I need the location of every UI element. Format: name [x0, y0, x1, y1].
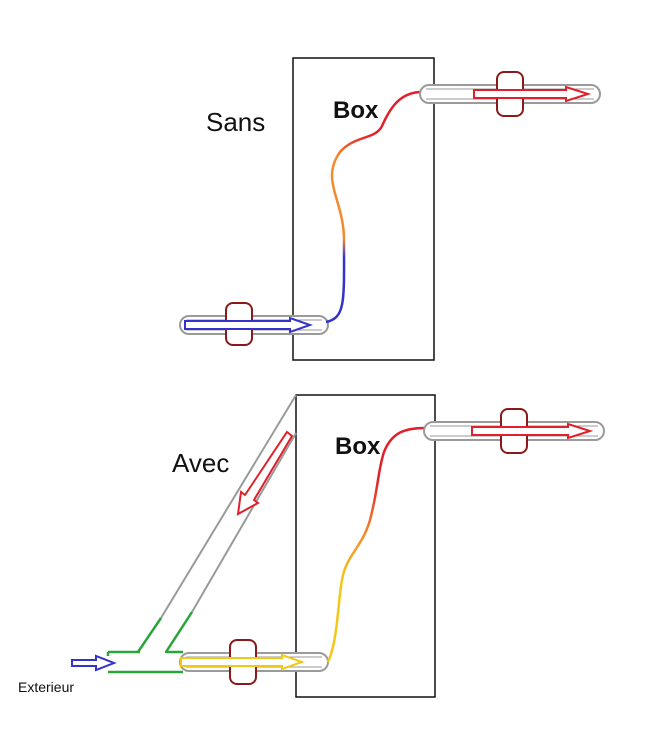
sans-label: Sans — [206, 107, 265, 137]
top-inlet-arrow — [184, 316, 314, 334]
bottom-inlet-arrow — [180, 653, 306, 671]
exterior-inlet-arrow — [71, 654, 117, 672]
exterior-label: Exterieur — [18, 679, 74, 695]
recirculation-arrow — [236, 430, 294, 516]
top-outlet-arrow — [473, 85, 592, 103]
avec-label: Avec — [172, 448, 229, 478]
top-box — [292, 57, 435, 361]
bottom-internal-flow — [326, 426, 427, 663]
bottom-diagram: Avec Box Exterieur — [18, 394, 605, 698]
top-diagram: Sans Box — [179, 57, 601, 361]
mixing-junction — [106, 650, 183, 674]
top-box-label: Box — [333, 97, 379, 124]
bottom-box — [295, 394, 436, 698]
bottom-box-label: Box — [335, 433, 381, 460]
bottom-outlet-arrow — [471, 422, 594, 440]
recirculation-duct — [136, 394, 297, 653]
top-internal-flow — [325, 90, 423, 324]
